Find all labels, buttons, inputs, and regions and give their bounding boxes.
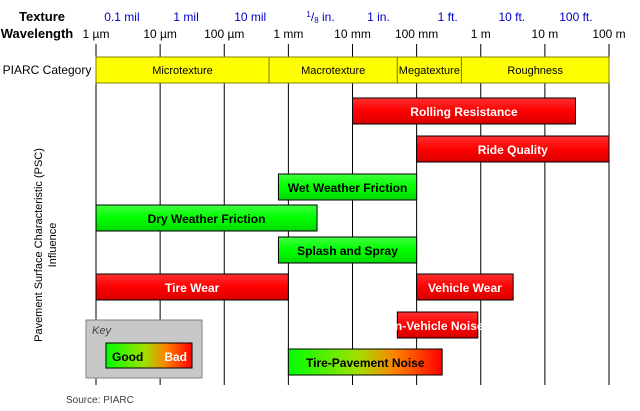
bar-label: Dry Weather Friction (148, 212, 266, 226)
wavelength-tick-label: 100 m (592, 27, 625, 41)
texture-tick-label: 0.1 mil (104, 10, 139, 24)
key-legend-good: Good (112, 350, 143, 364)
wavelength-row-label: Wavelength (1, 26, 74, 41)
wavelength-tick-label: 1 mm (273, 27, 303, 41)
bar (277, 173, 418, 201)
category-cell (460, 56, 610, 84)
bar-label: Ride Quality (478, 143, 548, 157)
wavelength-tick-label: 10 m (532, 27, 559, 41)
key-legend-title: Key (92, 325, 112, 337)
wavelength-tick-label: 10 mm (334, 27, 371, 41)
category-label: Roughness (507, 65, 563, 77)
bar (416, 135, 610, 163)
bar-label: Splash and Spray (297, 244, 398, 258)
texture-tick-label: 1 in. (367, 10, 390, 24)
bar-label: Wet Weather Friction (288, 181, 408, 195)
bar (416, 273, 514, 301)
texture-row-label: Texture (19, 9, 65, 24)
category-label: Megatexture (399, 65, 460, 77)
y-axis-title-line1: Pavement Surface Characteristic (PSC) (33, 148, 45, 342)
bar-label: Vehicle Wear (428, 281, 502, 295)
wavelength-axis: 1 µm 10 µm 100 µm 1 mm 10 mm 100 mm 1 m 10 m 100… (83, 27, 626, 41)
texture-tick-label: 1/8 in. (306, 10, 334, 25)
piarc-category-band: Microtexture Macrotexture Megatexture Rough… (95, 56, 610, 84)
bar (277, 236, 418, 264)
bar (396, 311, 479, 339)
texture-tick-label: 10 mil (234, 10, 266, 24)
category-cell (396, 56, 462, 84)
bar-label: Rolling Resistance (410, 105, 518, 119)
wavelength-tick-label: 1 m (471, 27, 491, 41)
texture-tick-label: 10 ft. (498, 10, 525, 24)
wavelength-tick-label: 100 µm (204, 27, 244, 41)
bar-label: Tire-Pavement Noise (306, 356, 425, 370)
wavelength-tick-label: 10 µm (143, 27, 177, 41)
category-cell (268, 56, 398, 84)
bar-label: Tire Wear (165, 281, 220, 295)
category-row-label: PIARC Category (3, 63, 92, 77)
bar (95, 273, 289, 301)
wavelength-tick-label: 100 mm (395, 27, 438, 41)
bar (352, 97, 576, 125)
source-note: Source: PIARC (66, 395, 134, 406)
key-legend-gradient (105, 342, 193, 369)
wavelength-tick-label: 1 µm (83, 27, 110, 41)
texture-tick-label: 100 ft. (559, 10, 592, 24)
texture-tick-label: 1 ft. (438, 10, 458, 24)
bar (95, 204, 318, 232)
bar (287, 348, 443, 376)
key-legend: Key Good Bad (85, 319, 203, 379)
texture-tick-label: 1 mil (173, 10, 198, 24)
y-axis-title-line2: Influence (47, 223, 59, 268)
category-label: Macrotexture (301, 65, 365, 77)
category-label: Microtexture (152, 65, 213, 77)
bar-label: In-Vehicle Noise (392, 319, 484, 333)
key-legend-bad: Bad (164, 350, 187, 364)
texture-axis: 0.1 mil 1 mil 10 mil 1/8 in. 1 in. 1 ft. 10 ft… (104, 10, 592, 25)
